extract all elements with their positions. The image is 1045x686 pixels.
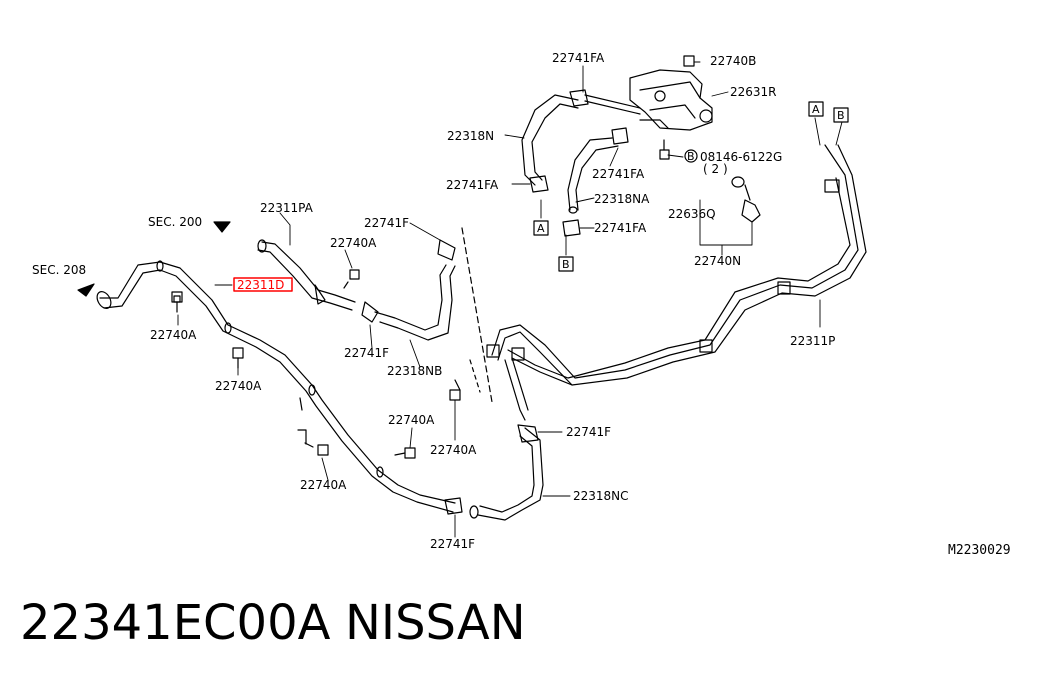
label-22318NC: 22318NC xyxy=(573,489,629,503)
label-box-a-2: A xyxy=(812,103,820,116)
label-box-b-2: B xyxy=(837,109,845,122)
clamp-junction xyxy=(486,344,529,421)
bolt-22740A-left-1 xyxy=(171,291,183,313)
hose-22318NB xyxy=(361,239,456,341)
label-08146: 08146-6122G xyxy=(700,150,782,164)
bolt-22740A-top xyxy=(343,269,360,289)
bolt-22740A-center xyxy=(449,379,461,401)
label-08146-qty: ( 2 ) xyxy=(703,162,728,176)
label-22311PA: 22311PA xyxy=(260,201,314,215)
label-22740A-1: 22740A xyxy=(330,236,377,250)
label-22741F-3: 22741F xyxy=(566,425,611,439)
nut-22740B xyxy=(683,55,695,67)
label-box-b-1: B xyxy=(562,258,570,271)
label-22741FA-3: 22741FA xyxy=(592,167,645,181)
label-22636Q: 22636Q xyxy=(668,207,716,221)
hose-22311PA xyxy=(257,239,356,311)
label-22740N: 22740N xyxy=(694,254,741,268)
arrow-sec208-icon xyxy=(77,283,95,297)
label-22318NA: 22318NA xyxy=(594,192,650,206)
label-22741F-2: 22741F xyxy=(344,346,389,360)
hose-22318NA xyxy=(567,119,669,214)
bolt-22740A-left-2 xyxy=(232,347,244,369)
pipe-22311D xyxy=(96,260,456,513)
bracket-22631R xyxy=(629,69,713,131)
bolt-22740A-mid-4 xyxy=(394,447,416,459)
label-22740B: 22740B xyxy=(710,54,756,68)
label-22740A-4: 22740A xyxy=(300,478,347,492)
bolt-22740A-left-3 xyxy=(297,397,329,456)
label-22740A-3: 22740A xyxy=(215,379,262,393)
label-bolt-marker: B xyxy=(687,150,695,163)
label-22741FA-1: 22741FA xyxy=(552,51,605,65)
label-22311D: 22311D xyxy=(237,278,284,292)
label-22741FA-4: 22741FA xyxy=(594,221,647,235)
labels: SEC. 200 SEC. 208 22311PA 22311D 22740A … xyxy=(32,51,845,551)
label-22741F-1: 22741F xyxy=(364,216,409,230)
hose-22318N xyxy=(521,89,641,186)
part-number: 22341EC00A xyxy=(20,595,331,651)
label-22740A-2: 22740A xyxy=(150,328,197,342)
brand-name: NISSAN xyxy=(345,595,526,651)
highlight-box xyxy=(233,277,293,292)
bolt-08146 xyxy=(659,139,670,160)
sensor-22636Q xyxy=(731,176,761,223)
label-22318NB: 22318NB xyxy=(387,364,442,378)
label-sec208: SEC. 208 xyxy=(32,263,86,277)
diagram-code: M2230029 xyxy=(948,543,1011,558)
label-sec200: SEC. 200 xyxy=(148,215,202,229)
label-22740A-6: 22740A xyxy=(430,443,477,457)
leader-lines xyxy=(177,61,843,538)
label-22740A-5: 22740A xyxy=(388,413,435,427)
label-22631R: 22631R xyxy=(730,85,777,99)
arrow-sec200-icon xyxy=(213,221,231,233)
pipe-22311P xyxy=(491,144,867,386)
hose-22318NC xyxy=(444,424,544,521)
clamp-22741FA-2 xyxy=(562,219,581,237)
label-box-a-1: A xyxy=(537,222,545,235)
label-22741FA-2: 22741FA xyxy=(446,178,499,192)
label-22741F-4: 22741F xyxy=(430,537,475,551)
clamp-22741FA-1 xyxy=(529,175,549,193)
label-22311P: 22311P xyxy=(790,334,835,348)
label-22318N: 22318N xyxy=(447,129,494,143)
